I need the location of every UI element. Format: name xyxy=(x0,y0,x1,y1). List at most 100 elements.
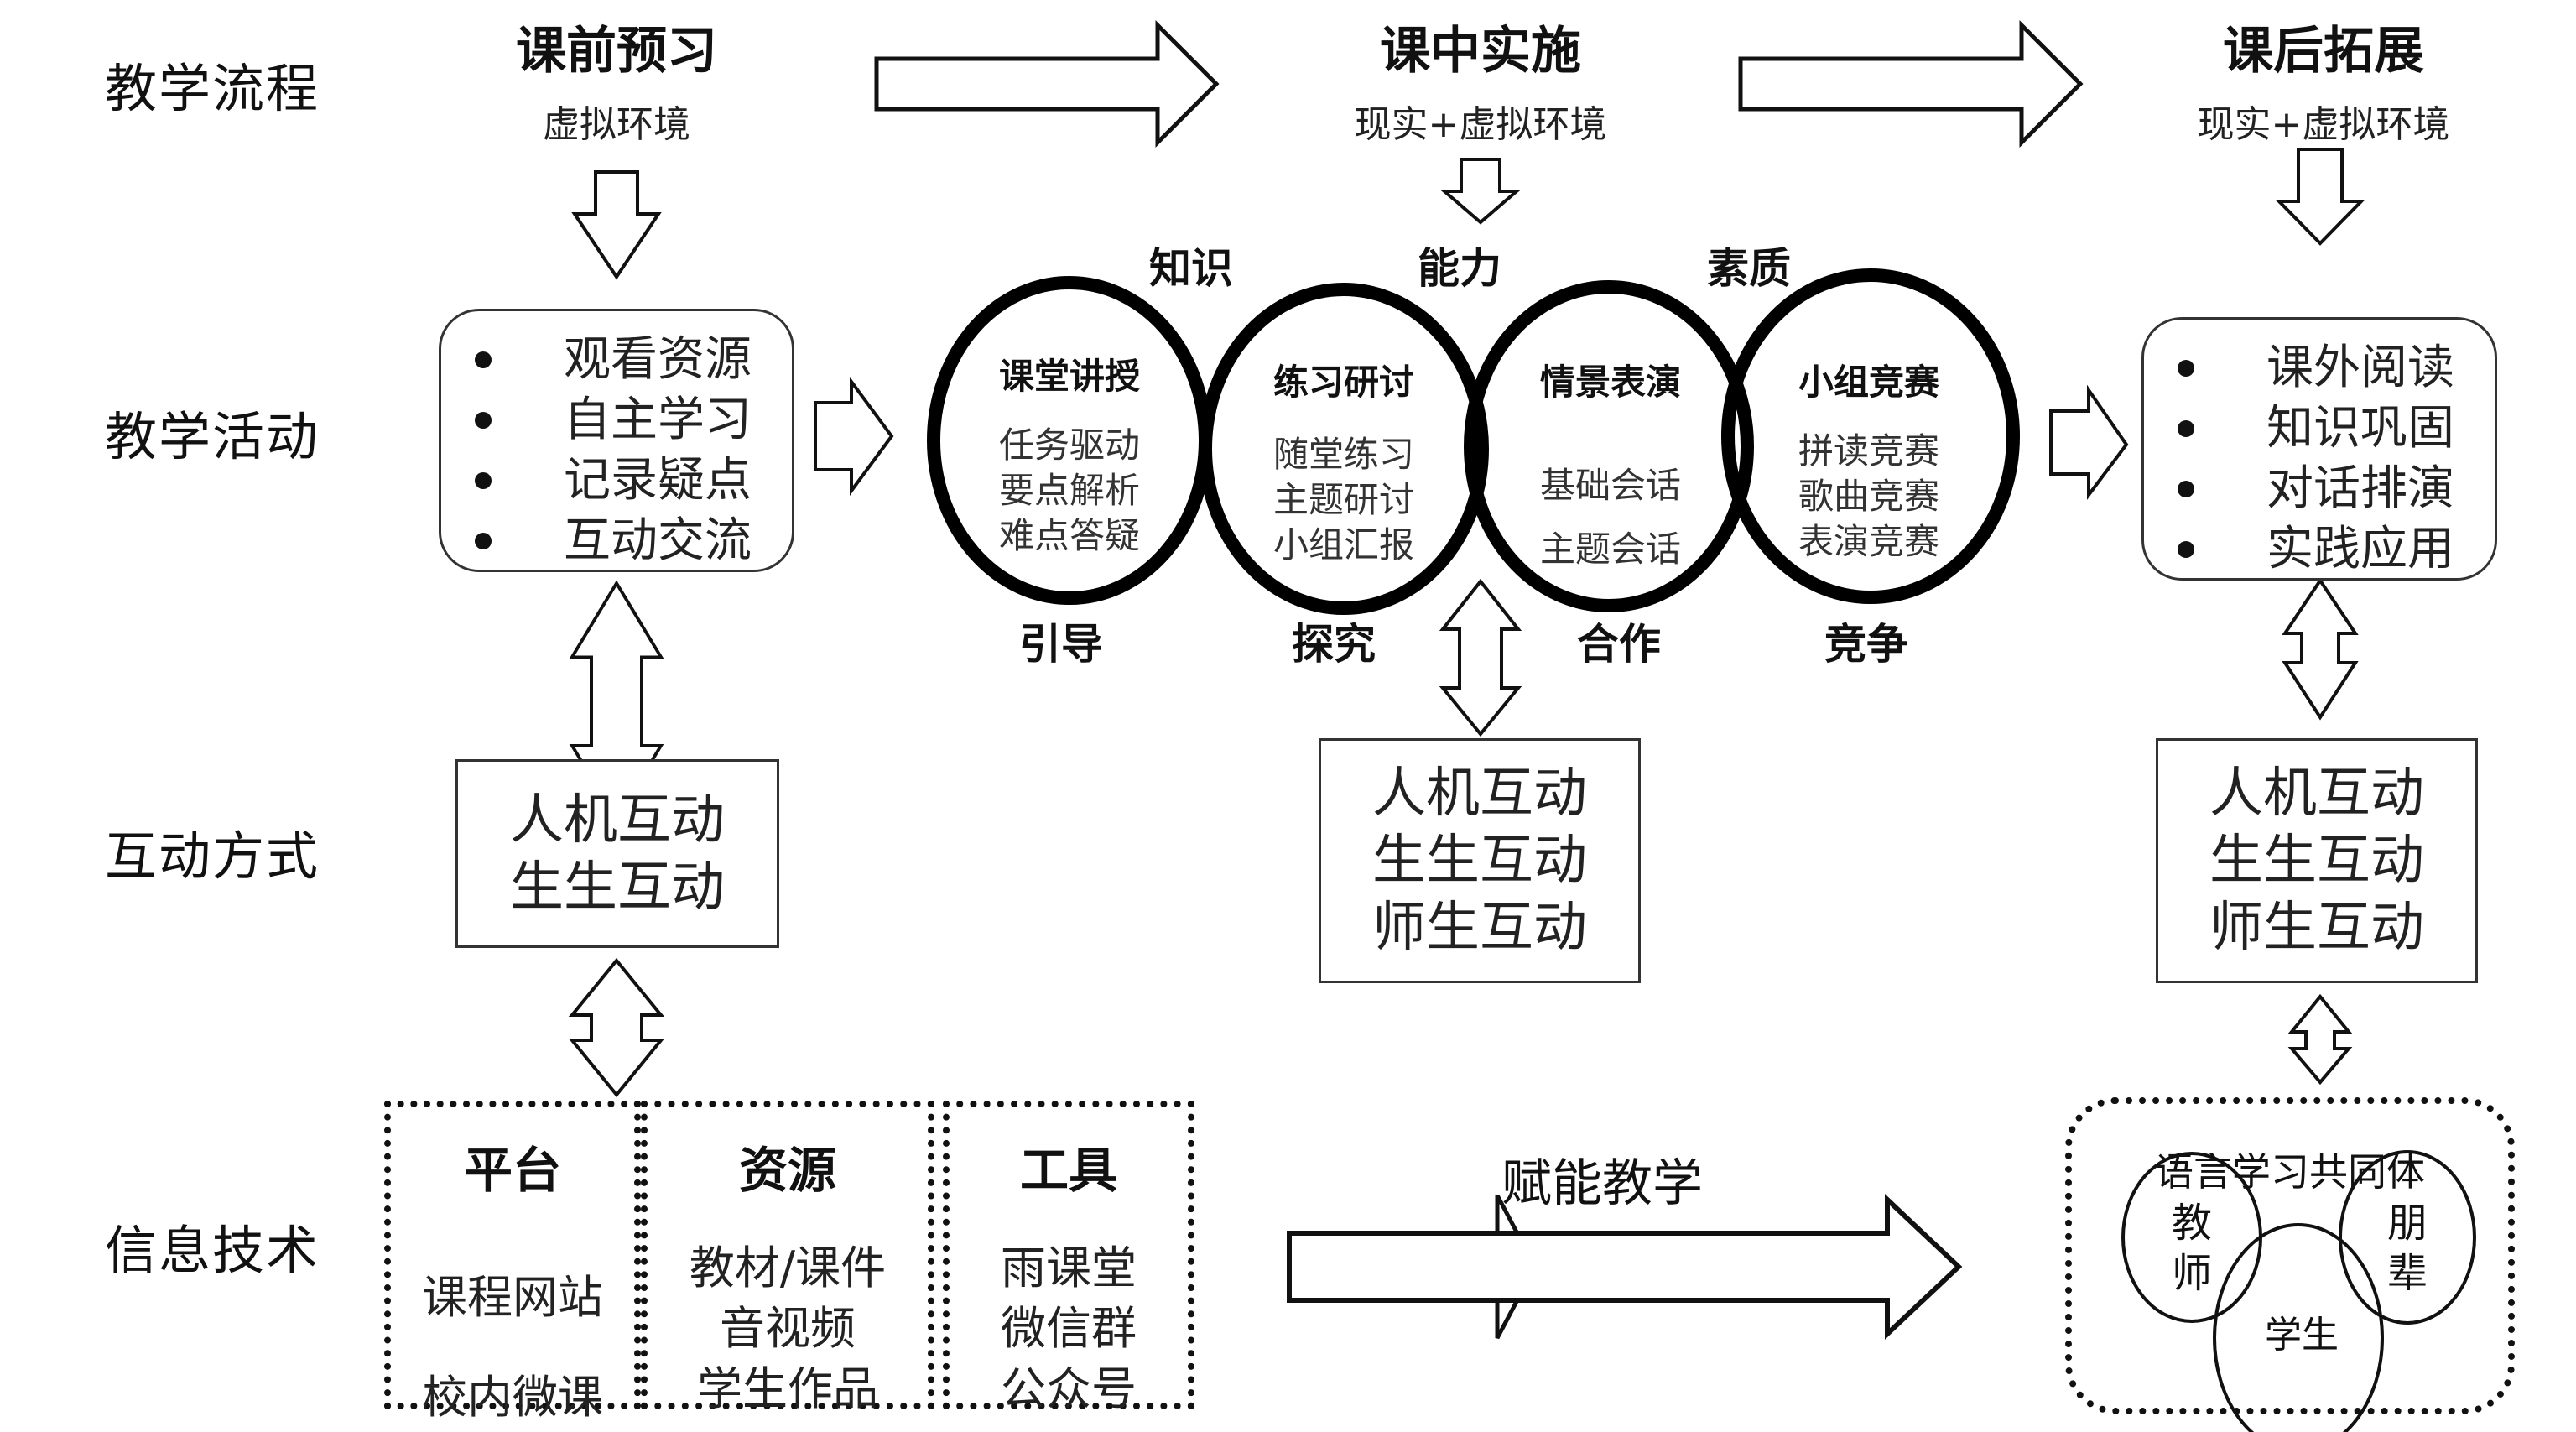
circle-competition xyxy=(1721,268,2020,604)
circle-roleplay-content: 情景表演 基础会话 主题会话 xyxy=(1493,354,1728,581)
bullet-icon xyxy=(475,472,492,489)
tech-item: 学生作品 xyxy=(697,1362,878,1415)
double-arrow-post-activity-interaction xyxy=(2282,577,2359,721)
interaction-mode: 生生互动 xyxy=(1372,830,1587,892)
circle-title: 情景表演 xyxy=(1539,362,1681,403)
interaction-mode: 生生互动 xyxy=(2209,830,2424,892)
stage-env-pre-class: 虚拟环境 xyxy=(543,103,690,146)
tech-item: 公众号 xyxy=(1001,1362,1137,1415)
tech-item: 微信群 xyxy=(1001,1302,1137,1355)
circle-practice-content: 练习研讨 随堂练习 主题研讨 小组汇报 xyxy=(1226,354,1461,568)
tech-heading: 工具 xyxy=(1019,1142,1117,1199)
interaction-box-pre-class: 人机互动 生生互动 xyxy=(455,759,779,948)
mode-cooperate: 合作 xyxy=(1577,620,1661,669)
flow-arrow-pre-to-in xyxy=(874,19,1220,148)
goal-ability: 能力 xyxy=(1418,244,1501,293)
pre-activity-item: 记录疑点 xyxy=(475,450,792,511)
circle-item: 基础会话 xyxy=(1539,465,1681,506)
right-arrow-out-of-circles xyxy=(2049,384,2129,500)
interaction-mode: 师生互动 xyxy=(1372,897,1587,959)
empower-label: 赋能教学 xyxy=(1501,1154,1703,1213)
bullet-icon xyxy=(2178,420,2194,437)
bullet-icon xyxy=(2178,360,2194,377)
circle-practice xyxy=(1199,283,1489,615)
mode-explore: 探究 xyxy=(1292,620,1376,669)
circle-lecture-content: 课堂讲授 任务驱动 要点解析 难点答疑 xyxy=(952,348,1187,559)
tech-box-tools: 工具 雨课堂 微信群 公众号 xyxy=(943,1101,1194,1415)
row-label-interaction: 互动方式 xyxy=(105,825,320,887)
interaction-box-in-class: 人机互动 生生互动 师生互动 xyxy=(1319,738,1641,983)
circle-item: 主题会话 xyxy=(1539,529,1681,570)
circle-roleplay xyxy=(1464,280,1754,612)
tech-box-platform: 平台 课程网站 校内微课 xyxy=(384,1101,641,1424)
right-arrow-into-circles xyxy=(814,376,894,497)
interaction-mode: 人机互动 xyxy=(510,789,725,851)
community-box: 语言学习共同体 xyxy=(2065,1097,2515,1414)
flow-arrow-in-to-post xyxy=(1738,19,2084,148)
mode-compete: 竞争 xyxy=(1824,620,1908,669)
tech-item: 校内微课 xyxy=(422,1371,603,1424)
venn-circle-peer xyxy=(2339,1150,2476,1325)
double-arrow-pre-interaction-tech xyxy=(568,957,665,1098)
bullet-icon xyxy=(475,412,492,429)
post-activity-item: 知识巩固 xyxy=(2178,398,2495,459)
venn-label-student: 学生 xyxy=(2265,1314,2339,1356)
goal-knowledge: 知识 xyxy=(1149,244,1233,293)
stage-title-post-class: 课后拓展 xyxy=(2223,22,2424,81)
circle-competition-content: 小组竞赛 拼读竞赛 歌曲竞赛 表演竞赛 xyxy=(1751,354,1986,565)
row-label-activities: 教学活动 xyxy=(105,406,320,467)
double-arrow-in-circles-interaction xyxy=(1439,578,1522,737)
down-arrow-in xyxy=(1439,158,1522,225)
goal-quality: 素质 xyxy=(1707,244,1791,293)
circle-item: 表演竞赛 xyxy=(1798,521,1939,562)
tech-box-resources: 资源 教材/课件 音视频 学生作品 xyxy=(641,1101,934,1415)
post-class-activities-box: 课外阅读 知识巩固 对话排演 实践应用 xyxy=(2141,317,2497,581)
tech-item: 课程网站 xyxy=(422,1271,603,1324)
circle-item: 小组汇报 xyxy=(1272,524,1414,565)
circle-item: 任务驱动 xyxy=(998,424,1140,466)
stage-env-post-class: 现实+虚拟环境 xyxy=(2197,103,2450,146)
empower-arrow-long xyxy=(1287,1194,1963,1340)
community-title: 语言学习共同体 xyxy=(2155,1149,2425,1195)
tech-item: 教材/课件 xyxy=(689,1242,887,1294)
double-arrow-post-interaction-community xyxy=(2287,993,2353,1086)
circle-item: 主题研讨 xyxy=(1272,479,1414,520)
down-arrow-pre xyxy=(571,170,662,280)
interaction-mode: 人机互动 xyxy=(1372,763,1587,825)
down-arrow-post xyxy=(2275,148,2365,246)
venn-circle-student xyxy=(2213,1223,2384,1432)
interaction-mode: 人机互动 xyxy=(2209,763,2424,825)
pre-class-activities-box: 观看资源 自主学习 记录疑点 互动交流 xyxy=(439,309,794,572)
circle-title: 课堂讲授 xyxy=(998,356,1140,397)
bullet-icon xyxy=(2178,541,2194,558)
circle-title: 小组竞赛 xyxy=(1798,362,1939,403)
interaction-mode: 师生互动 xyxy=(2209,897,2424,959)
post-activity-item: 课外阅读 xyxy=(2178,338,2495,398)
stage-env-in-class: 现实+虚拟环境 xyxy=(1354,103,1607,146)
bullet-icon xyxy=(2178,481,2194,497)
circle-title: 练习研讨 xyxy=(1272,362,1414,403)
circle-item: 歌曲竞赛 xyxy=(1798,476,1939,517)
tech-heading: 资源 xyxy=(738,1142,836,1199)
circle-item: 难点答疑 xyxy=(998,515,1140,556)
post-activity-item: 对话排演 xyxy=(2178,459,2495,519)
circle-item: 拼读竞赛 xyxy=(1798,430,1939,471)
stage-title-in-class: 课中实施 xyxy=(1380,22,1581,81)
circle-item: 随堂练习 xyxy=(1272,434,1414,475)
circle-item: 要点解析 xyxy=(998,470,1140,511)
mode-guide: 引导 xyxy=(1019,620,1103,669)
tech-heading: 平台 xyxy=(463,1142,561,1199)
pre-activity-item: 观看资源 xyxy=(475,330,792,390)
interaction-box-post-class: 人机互动 生生互动 师生互动 xyxy=(2156,738,2478,983)
row-label-process: 教学流程 xyxy=(105,58,320,119)
venn-label-teacher: 教师 xyxy=(2171,1200,2212,1297)
interaction-mode: 生生互动 xyxy=(510,856,725,919)
row-label-technology: 信息技术 xyxy=(105,1220,320,1281)
stage-title-pre-class: 课前预习 xyxy=(516,22,717,81)
post-activity-item: 实践应用 xyxy=(2178,519,2495,580)
bullet-icon xyxy=(475,351,492,368)
venn-label-peer: 朋辈 xyxy=(2386,1200,2428,1297)
pre-activity-item: 自主学习 xyxy=(475,390,792,450)
pre-activity-item: 互动交流 xyxy=(475,511,792,571)
